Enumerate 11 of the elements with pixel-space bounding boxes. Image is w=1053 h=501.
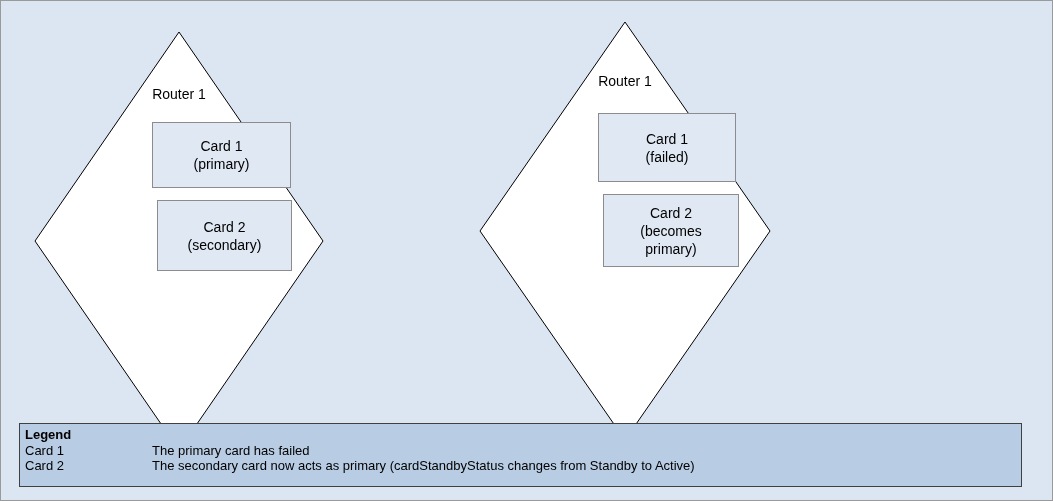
legend-heading: Legend — [25, 427, 72, 442]
router-title: Router 1 — [152, 86, 206, 102]
legend-key: Card 1 — [25, 443, 65, 458]
card-box: Card 2 (secondary) — [157, 200, 292, 271]
card-box: Card 2 (becomes primary) — [603, 194, 739, 267]
legend-description: The primary card has failed — [152, 443, 311, 458]
card-box: Card 1 (failed) — [598, 113, 736, 182]
card-box: Card 1 (primary) — [152, 122, 291, 188]
router-title: Router 1 — [598, 73, 652, 89]
legend-description: The secondary card now acts as primary (cardStandbyStatus changes from Standby to Active) — [152, 458, 696, 473]
legend-key: Card 2 — [25, 458, 65, 473]
